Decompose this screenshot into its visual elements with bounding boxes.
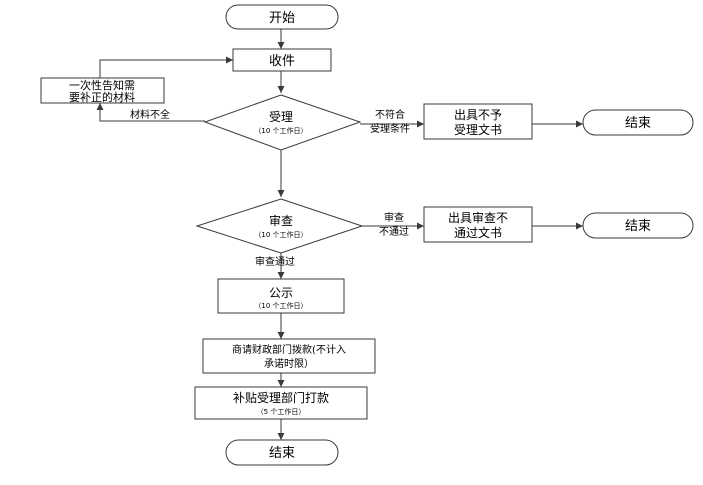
node-pay-time: （5 个工作日） [257,407,306,416]
node-end-2: 结束 [582,212,694,239]
node-notify: 一次性告知需 要补正的材料 [40,77,165,104]
node-accept: 受理 （10 个工作日） [203,94,362,151]
node-start: 开始 [225,4,339,30]
node-review-fail-doc-line2: 通过文书 [454,225,502,240]
node-end-3-label: 结束 [269,446,295,461]
node-publicity-label: 公示 [269,286,293,300]
node-review-fail-doc-line1: 出具审查不 [448,210,508,225]
node-end-1: 结束 [582,109,694,136]
node-finance-line1: 商请财政部门拨款(不计入 [232,343,346,356]
node-finance: 商请财政部门拨款(不计入 承诺时限） [202,338,376,374]
node-publicity-time: （10 个工作日） [254,301,307,310]
node-finance-line2: 承诺时限） [264,358,314,370]
node-notify-line1: 一次性告知需 [69,78,135,92]
node-reject-doc-line1: 出具不予 [454,108,502,122]
node-review: 审查 （10 个工作日） [195,198,364,254]
node-receive-label: 收件 [269,54,295,69]
node-end-1-label: 结束 [625,116,651,131]
edge-label-not-meet-1: 不符合 [375,108,405,121]
node-accept-time: （10 个工作日） [254,126,307,135]
node-review-time: （10 个工作日） [254,230,307,239]
edge-notify-receive [99,56,233,78]
edge-accept-notify [96,103,205,122]
node-start-label: 开始 [269,11,295,26]
node-review-fail-doc: 出具审查不 通过文书 [423,206,533,243]
edge-label-incomplete: 材料不全 [130,108,170,121]
node-end-3: 结束 [225,439,339,466]
node-end-2-label: 结束 [625,219,651,234]
node-receive: 收件 [232,48,332,72]
node-publicity: 公示 （10 个工作日） [217,278,345,314]
node-reject-doc: 出具不予 受理文书 [423,103,533,140]
node-accept-label: 受理 [269,110,293,124]
node-pay-label: 补贴受理部门打款 [233,390,329,405]
edge-label-not-meet-2: 受理条件 [370,122,410,135]
node-pay: 补贴受理部门打款 （5 个工作日） [194,386,368,420]
edge-label-review-pass: 审查通过 [255,255,295,268]
node-reject-doc-line2: 受理文书 [454,122,502,137]
node-notify-line2: 要补正的材料 [69,90,135,104]
edge-label-review-fail-2: 不通过 [379,225,409,238]
edge-label-review-fail-1: 审查 [384,211,404,224]
node-review-label: 审查 [269,213,293,228]
